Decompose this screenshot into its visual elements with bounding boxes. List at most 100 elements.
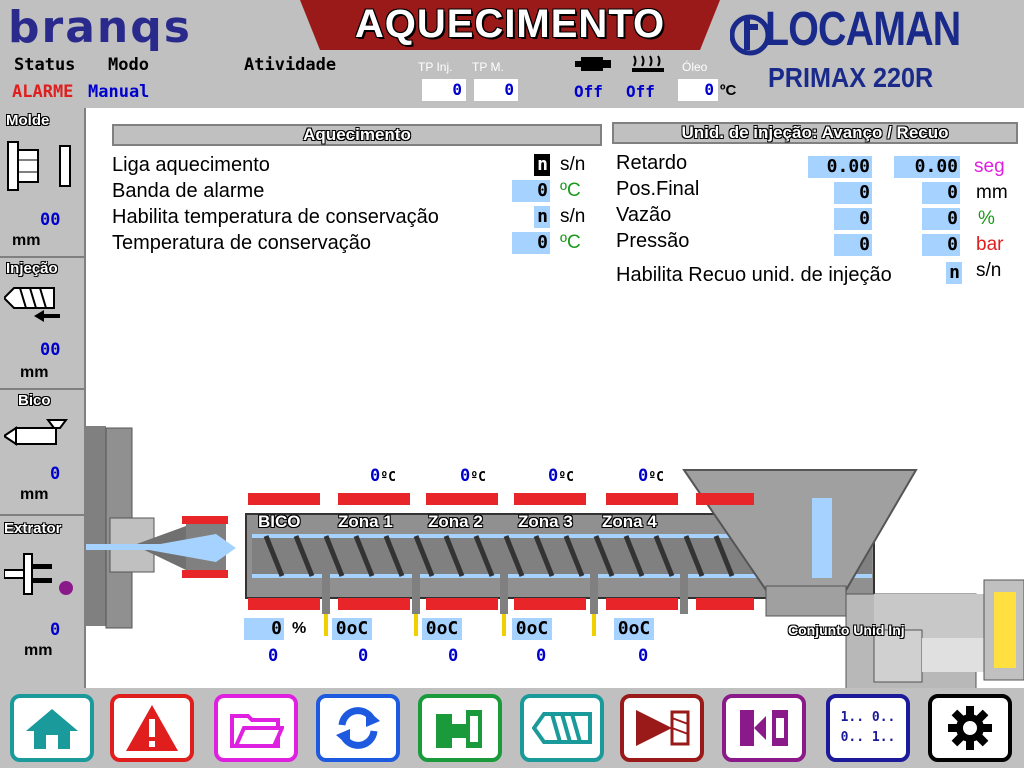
folder-icon [230, 714, 284, 748]
heater-band [606, 598, 678, 610]
zone-setpoint-4[interactable]: 0oC [614, 618, 654, 640]
param-label: Vazão [616, 204, 672, 226]
atividade-label: Atividade [244, 55, 337, 75]
heater-band [426, 493, 498, 505]
posfinal-avanco-field[interactable]: 0 [834, 182, 872, 204]
divider [0, 388, 84, 390]
zone-actual-bico: 0 [268, 646, 279, 666]
sidebar-bico-label: Bico [18, 392, 51, 409]
status-value: ALARME [12, 82, 74, 102]
sidebar-bico-value: 0 [50, 464, 61, 484]
clamp-icon [740, 710, 788, 746]
oleo-unit: ºC [720, 82, 737, 99]
param-label: Liga aquecimento [112, 154, 270, 176]
heater-band [606, 493, 678, 505]
pressao-recuo-field[interactable]: 0 [922, 234, 960, 256]
heater-band [426, 598, 498, 610]
bottom-nav: 1.. 0.. 0.. 1.. [0, 690, 1024, 768]
zone-label-1: Zona 1 [338, 512, 393, 531]
tp-m-value: 0 [474, 79, 518, 101]
mold-button[interactable] [418, 694, 502, 762]
injection-button[interactable] [620, 694, 704, 762]
sidebar-injecao-value: 00 [40, 340, 61, 360]
io-icon-row1: 1.. 0.. [840, 710, 896, 725]
home-icon [26, 709, 78, 749]
screw-button[interactable] [520, 694, 604, 762]
unit-label: mm [976, 182, 1008, 203]
zone-label-4: Zona 4 [602, 512, 657, 531]
zone-setpoint-3[interactable]: 0oC [512, 618, 552, 640]
retardo-avanco-field[interactable]: 0.00 [808, 156, 872, 178]
status-label: Status [14, 55, 76, 75]
retardo-recuo-field[interactable]: 0.00 [894, 156, 960, 178]
param-label: Habilita Recuo unid. de injeção [616, 264, 892, 286]
heater-band [696, 598, 754, 610]
vazao-avanco-field[interactable]: 0 [834, 208, 872, 230]
zone-temp: 0ºC [638, 466, 664, 486]
folder-button[interactable] [214, 694, 298, 762]
liga-aquecimento-field[interactable]: n [534, 154, 550, 176]
mold-icon [7, 141, 71, 191]
header: branqs AQUECIMENTO Status Modo Atividade… [0, 0, 1024, 105]
unit-label: % [292, 620, 307, 637]
pressao-avanco-field[interactable]: 0 [834, 234, 872, 256]
zone-temp: 0ºC [460, 466, 486, 486]
unit-label: s/n [560, 206, 586, 227]
param-label: Temperatura de conservação [112, 232, 372, 254]
sidebar-extrator-unit: mm [24, 642, 53, 659]
unit-label: s/n [560, 154, 586, 175]
vazao-recuo-field[interactable]: 0 [922, 208, 960, 230]
tp-inj-label: TP Inj. [418, 60, 453, 74]
title-banner [300, 0, 720, 50]
habilita-recuo-field[interactable]: n [946, 262, 962, 284]
oleo-value: 0 [678, 79, 718, 101]
zone-actual-1: 0 [358, 646, 369, 666]
alarm-button[interactable] [110, 694, 194, 762]
machine-model: PRIMAX 220R [768, 62, 934, 93]
divider [0, 514, 84, 516]
unit-label: % [978, 208, 995, 229]
sidebar-molde-value: 00 [40, 210, 61, 230]
heater-band [696, 493, 754, 505]
zone-setpoint-1[interactable]: 0oC [332, 618, 372, 640]
mold-icon [436, 710, 482, 748]
divider [0, 256, 84, 258]
motor-state: Off [574, 82, 603, 101]
locaman-logo-text: LOCAMAN [765, 3, 961, 56]
sidebar-extrator-label: Extrator [4, 520, 62, 537]
sidebar-injecao-label: Injeção [6, 260, 58, 277]
page-title: AQUECIMENTO [354, 2, 666, 46]
injection-icon [4, 287, 60, 322]
unid-injecao-header: Unid. de injeção: Avanço / Recuo [612, 122, 1018, 144]
aquecimento-header: Aquecimento [112, 124, 602, 146]
sidebar-molde-unit: mm [12, 232, 41, 249]
brand-logo: branqs [8, 2, 192, 53]
heater-band [248, 598, 320, 610]
nozzle-icon [4, 419, 68, 446]
banda-alarme-field[interactable]: 0 [512, 180, 550, 202]
motor-icon [575, 57, 611, 71]
heater-state: Off [626, 82, 655, 101]
locaman-logo-icon [730, 14, 770, 56]
zone-setpoint-bico[interactable]: 0 [244, 618, 284, 640]
home-button[interactable] [10, 694, 94, 762]
main-panel: Aquecimento Liga aquecimento Banda de al… [86, 108, 1024, 688]
heater-icon [632, 55, 664, 72]
habilita-conservacao-field[interactable]: n [534, 206, 550, 228]
zone-label-2: Zona 2 [428, 512, 483, 531]
refresh-button[interactable] [316, 694, 400, 762]
temp-conservacao-field[interactable]: 0 [512, 232, 550, 254]
zone-setpoint-2[interactable]: 0oC [422, 618, 462, 640]
gear-icon [948, 706, 992, 750]
settings-button[interactable] [928, 694, 1012, 762]
zone-actual-3: 0 [536, 646, 547, 666]
zone-label-bico: BICO [258, 512, 301, 531]
io-button[interactable]: 1.. 0.. 0.. 1.. [826, 694, 910, 762]
posfinal-recuo-field[interactable]: 0 [922, 182, 960, 204]
oleo-label: Óleo [682, 60, 708, 74]
zone-actual-4: 0 [638, 646, 649, 666]
tp-m-label: TP M. [472, 60, 504, 74]
param-label: Banda de alarme [112, 180, 265, 202]
clamp-button[interactable] [722, 694, 806, 762]
screw-icon [532, 712, 592, 744]
